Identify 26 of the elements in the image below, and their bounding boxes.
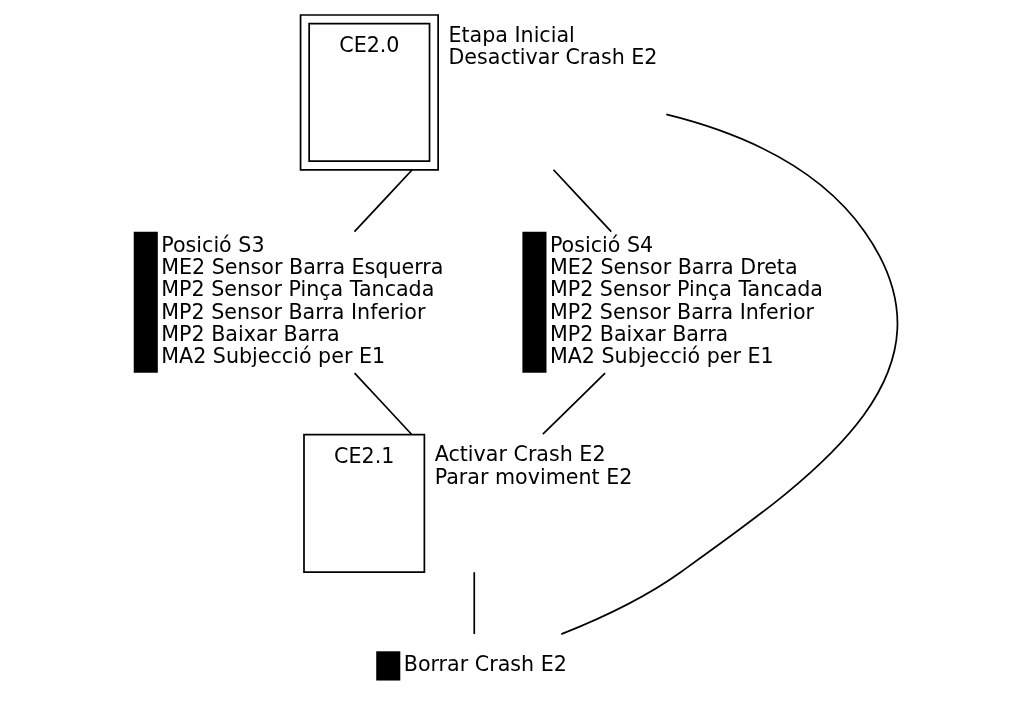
node-label: MA2 Subjecció per E1	[160, 344, 385, 369]
connector	[353, 372, 412, 436]
node-label: ME2 Sensor Barra Esquerra	[160, 254, 443, 279]
connector	[472, 571, 475, 635]
node-label: Posició S3	[160, 232, 265, 257]
node-label: MP2 Sensor Pinça Tancada	[549, 277, 823, 302]
node-label: Etapa Inicial	[447, 22, 575, 47]
node-label: Parar moviment E2	[434, 464, 632, 489]
connector	[541, 372, 606, 436]
node-label: Borrar Crash E2	[403, 652, 567, 677]
node-box: CE2.0	[299, 14, 439, 171]
node-label: Posició S4	[549, 232, 653, 257]
node-label: MA2 Subjecció per E1	[549, 344, 774, 369]
node-label: MP2 Sensor Barra Inferior	[160, 299, 425, 324]
connector	[559, 113, 898, 635]
node-box: CE2.1	[302, 433, 425, 574]
node-label: MP2 Sensor Barra Inferior	[549, 299, 814, 324]
node-label: MP2 Sensor Pinça Tancada	[160, 277, 434, 302]
node-box	[521, 231, 546, 373]
node-box	[133, 231, 158, 373]
connector	[552, 168, 612, 233]
node-label: ME2 Sensor Barra Dreta	[549, 254, 798, 279]
node-label: Activar Crash E2	[434, 442, 606, 467]
connector	[353, 168, 413, 233]
node-label: Desactivar Crash E2	[447, 45, 657, 70]
node-box	[375, 651, 400, 681]
